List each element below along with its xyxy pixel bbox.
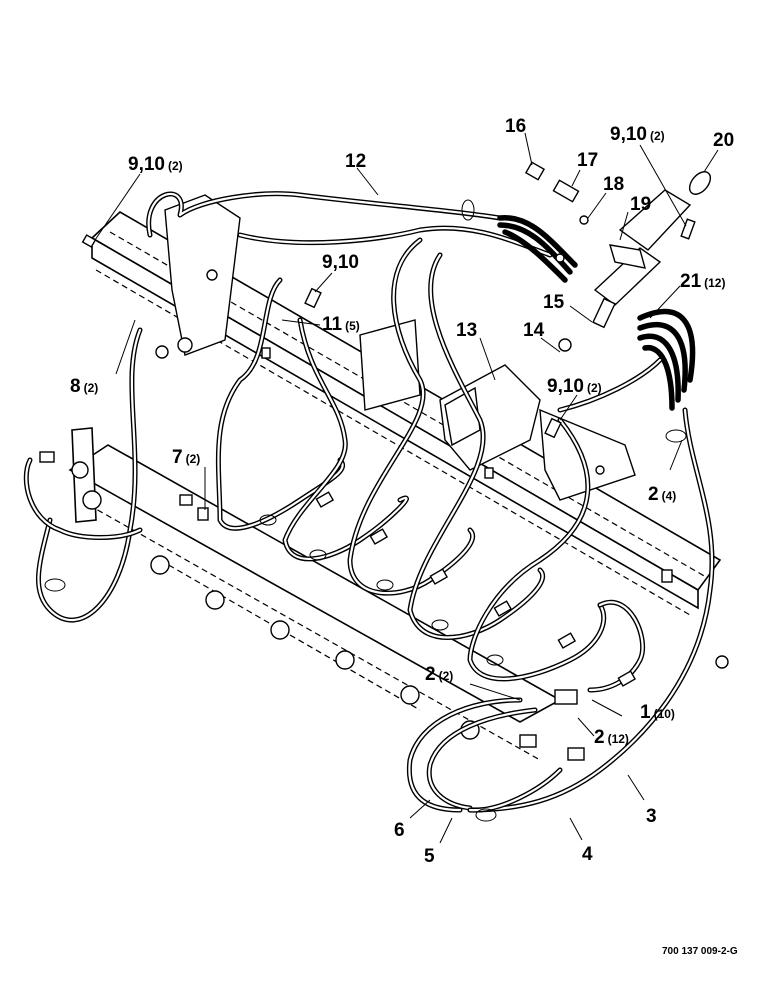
hose-harness [23, 191, 715, 813]
callout-2-b: 2(2) [425, 664, 453, 685]
callout-8: 8(2) [70, 376, 98, 397]
callout-7: 7(2) [172, 447, 200, 468]
left-bracket [164, 194, 241, 356]
callout-2-c: 2(12) [594, 727, 629, 748]
callout-3: 3 [646, 806, 657, 827]
callout-19: 19 [630, 194, 651, 215]
callout-6: 6 [394, 820, 405, 841]
callout-21: 21(12) [680, 271, 725, 292]
hose-fittings [39, 451, 637, 761]
callout-9-10-a: 9,10(2) [128, 154, 183, 175]
callouts: 1(10) 2(4) 2(2) 2(12) 3 4 5 6 7(2) 8(2) … [70, 116, 734, 867]
callout-12: 12 [345, 151, 366, 172]
cutterbar-frame [68, 427, 562, 761]
callout-18: 18 [603, 174, 624, 195]
callout-16: 16 [505, 116, 526, 137]
cutterbar-mounts [150, 555, 480, 740]
callout-4: 4 [582, 844, 593, 865]
callout-17: 17 [577, 150, 598, 171]
callout-15: 15 [543, 292, 565, 313]
callout-9-10-b: 9,10 [322, 252, 359, 273]
hose-clamps [44, 199, 687, 822]
callout-9-10-d: 9,10(2) [610, 124, 665, 145]
callout-1: 1(10) [640, 702, 675, 723]
leader-lines [94, 132, 719, 844]
drawing-code: 700 137 009-2-G [662, 946, 738, 957]
callout-11: 11(5) [322, 314, 360, 335]
hydraulic-cylinder-group [524, 161, 712, 352]
callout-20: 20 [713, 130, 734, 151]
callout-13: 13 [456, 320, 477, 341]
right-bracket [539, 408, 636, 501]
callout-14: 14 [523, 320, 545, 341]
callout-2-a: 2(4) [648, 484, 676, 505]
bolts [81, 234, 729, 669]
callout-9-10-c: 9,10(2) [547, 376, 602, 397]
callout-5: 5 [424, 846, 435, 867]
